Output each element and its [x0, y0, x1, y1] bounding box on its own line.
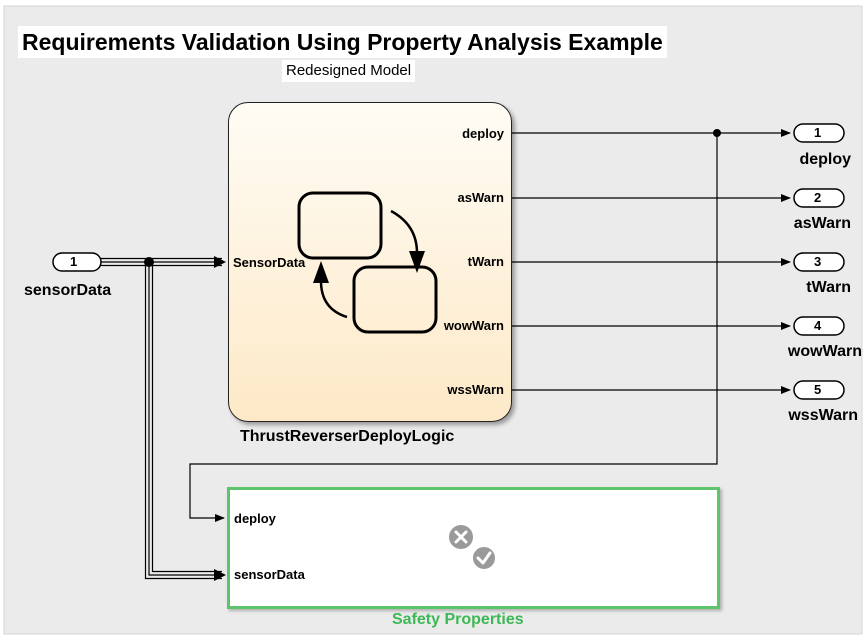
outport-number-2: 2 [814, 190, 822, 205]
outport-block-wowWarn[interactable] [793, 316, 845, 336]
outport-name-wssWarn[interactable]: wssWarn [788, 407, 858, 424]
outport-number-5: 5 [814, 382, 822, 397]
outport-block-deploy[interactable] [793, 123, 845, 143]
inport-block[interactable] [52, 252, 102, 272]
chart-output-port-tWarn: tWarn [467, 254, 504, 269]
outport-name-asWarn[interactable]: asWarn [793, 215, 851, 232]
page-title: Requirements Validation Using Property A… [18, 26, 667, 58]
inport-name[interactable]: sensorData [24, 282, 112, 299]
chart-block-name[interactable]: ThrustReverserDeployLogic [240, 428, 455, 445]
signal-deploy[interactable] [189, 129, 791, 522]
chart-output-port-asWarn: asWarn [457, 190, 504, 205]
chart-output-port-deploy: deploy [462, 126, 504, 141]
outport-name-tWarn[interactable]: tWarn [806, 279, 851, 296]
verification-status-icon [449, 525, 497, 570]
outport-block-wssWarn[interactable] [793, 380, 845, 400]
outport-name-wowWarn[interactable]: wowWarn [787, 343, 862, 360]
chart-output-port-wssWarn: wssWarn [447, 382, 504, 397]
chart-block-thrust-reverser[interactable] [228, 102, 512, 422]
stateflow-states-icon [297, 191, 438, 334]
chart-output-port-wowWarn: wowWarn [443, 318, 504, 333]
outport-name-deploy[interactable]: deploy [799, 151, 851, 168]
safety-input-port-deploy: deploy [234, 511, 276, 526]
outport-number-4: 4 [814, 318, 822, 333]
safety-input-port-sensorData: sensorData [234, 567, 305, 582]
bus-signal-sensorData[interactable] [100, 256, 226, 581]
outport-number-1: 1 [814, 125, 822, 140]
page-subtitle: Redesigned Model [282, 60, 416, 82]
safety-block-name[interactable]: Safety Properties [392, 611, 524, 628]
outport-block-asWarn[interactable] [793, 188, 845, 208]
chart-input-port-label: SensorData [233, 255, 306, 270]
outport-number-3: 3 [814, 254, 822, 269]
outport-block-tWarn[interactable] [793, 252, 845, 272]
safety-properties-block[interactable] [227, 487, 720, 609]
inport-number: 1 [70, 254, 78, 269]
